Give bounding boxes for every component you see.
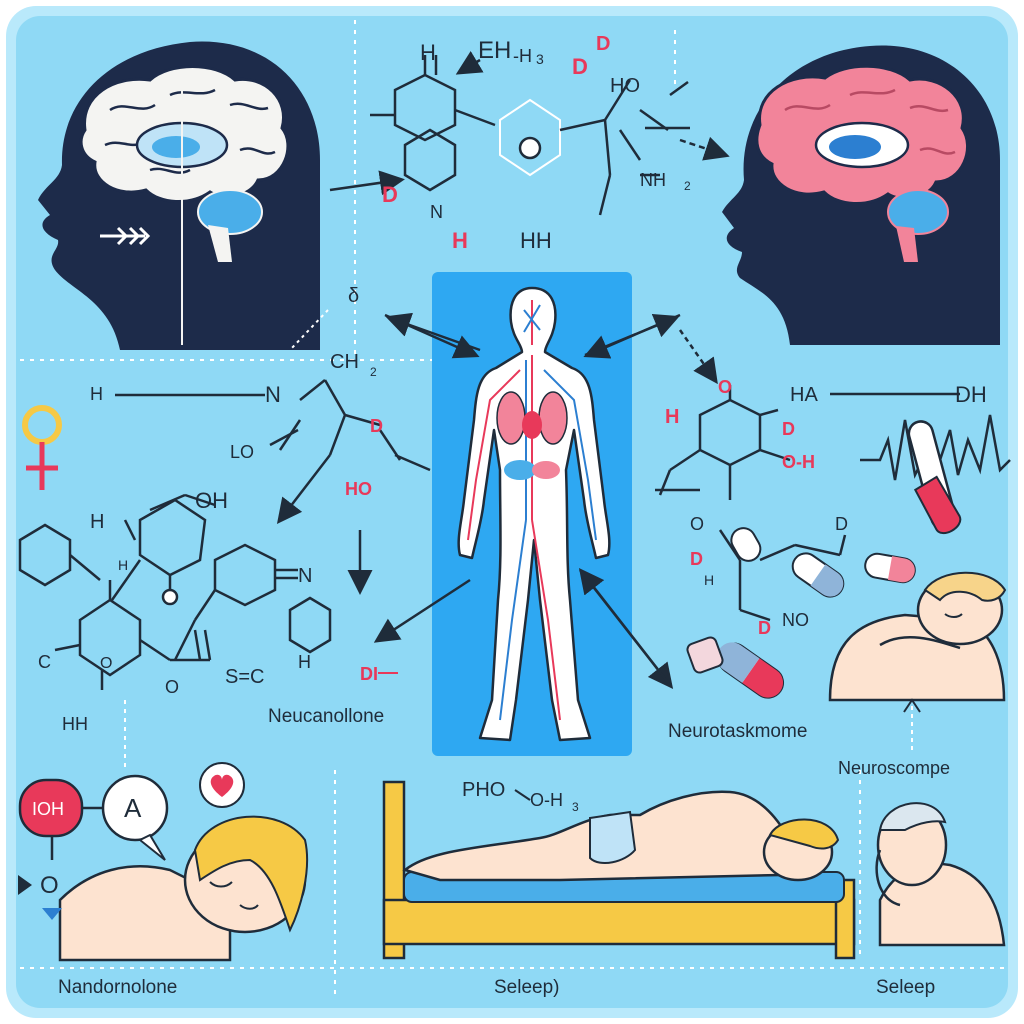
arrow-icon (289, 309, 329, 351)
svg-text:O: O (100, 655, 112, 672)
svg-text:CH: CH (330, 351, 359, 373)
svg-text:S=C: S=C (225, 666, 264, 688)
arrow-icon (18, 875, 62, 920)
bubble-a-label: A (124, 793, 142, 823)
svg-text:H: H (118, 557, 128, 573)
svg-text:D: D (782, 419, 795, 439)
bottom-left-label: Nandornolone (58, 977, 177, 998)
pho-tail-label: O-H (530, 790, 563, 810)
svg-text:D: D (690, 549, 703, 569)
svg-text:NH: NH (640, 170, 666, 190)
svg-text:3: 3 (536, 51, 544, 67)
svg-text:H: H (90, 384, 103, 404)
svg-text:HO: HO (345, 479, 372, 499)
svg-text:D: D (572, 54, 588, 79)
svg-text:H: H (420, 40, 436, 65)
arrow-icon (100, 226, 151, 246)
svg-text:LO: LO (230, 442, 254, 462)
dashed-dividers (20, 20, 1004, 1000)
svg-text:C: C (38, 652, 51, 672)
svg-text:D: D (835, 514, 848, 534)
svg-text:OH: OH (195, 488, 228, 513)
human-body-figure (457, 286, 611, 742)
molecule-top (329, 50, 730, 216)
svg-text:D: D (370, 416, 383, 436)
svg-text:H: H (452, 228, 468, 253)
svg-text:H: H (704, 572, 714, 588)
left-compound-label: Neucanollone (268, 706, 384, 727)
bottom-right-label: Seleep (876, 977, 935, 998)
molecule-right (655, 385, 960, 622)
svg-text:DI: DI (360, 664, 378, 684)
sleeping-person-bed (402, 790, 840, 882)
sleeping-person-right (828, 571, 1007, 702)
svg-text:HO: HO (610, 75, 640, 97)
svg-text:HH: HH (62, 714, 88, 734)
molecule-center-left (115, 312, 718, 689)
arrow-icon (903, 698, 921, 750)
svg-text:DH: DH (955, 382, 987, 407)
svg-text:2: 2 (370, 365, 377, 379)
person-head-in-hand (875, 802, 1006, 947)
capsule-icon (686, 527, 916, 699)
svg-text:D: D (382, 182, 398, 207)
svg-text:HA: HA (790, 384, 818, 406)
brain-white-icon (79, 65, 290, 345)
bubble-o-label: O (40, 872, 59, 899)
svg-text:D: D (758, 618, 771, 638)
female-symbol-icon (22, 405, 62, 490)
molecule-lower-left (18, 493, 332, 690)
svg-text:N: N (265, 382, 281, 407)
svg-text:N: N (298, 565, 312, 587)
pho-sub-label: 3 (572, 800, 579, 814)
svg-text:NO: NO (782, 610, 809, 630)
pho-label: PHO (462, 779, 505, 801)
circulatory-system-icon (467, 300, 597, 721)
bubble-ioh-label: IOH (32, 799, 64, 819)
brain-pink-icon (755, 64, 969, 262)
test-tube-icon (907, 420, 962, 535)
speech-bubble-icon (18, 774, 169, 861)
svg-text:H: H (298, 652, 311, 672)
svg-text:O-H: O-H (782, 452, 815, 472)
svg-text:δ: δ (348, 285, 359, 307)
right-compound-label: Neurotaskmome (668, 721, 807, 742)
heart-icon (199, 762, 245, 808)
svg-text:O: O (690, 514, 704, 534)
sleeping-person-left (58, 815, 309, 962)
svg-text:O: O (718, 377, 732, 397)
svg-text:D: D (596, 33, 610, 55)
svg-text:N: N (430, 202, 443, 222)
svg-text:HH: HH (520, 228, 552, 253)
neuroscope-label: Neuroscompe (838, 758, 950, 778)
lungs-icon (496, 391, 568, 480)
svg-text:EH: EH (478, 37, 511, 64)
svg-text:2: 2 (684, 179, 691, 193)
svg-text:-H: -H (513, 46, 532, 66)
bottom-center-label: Seleep) (494, 977, 560, 998)
svg-text:H: H (90, 511, 104, 533)
svg-text:O: O (165, 677, 179, 697)
svg-text:H: H (665, 406, 679, 428)
